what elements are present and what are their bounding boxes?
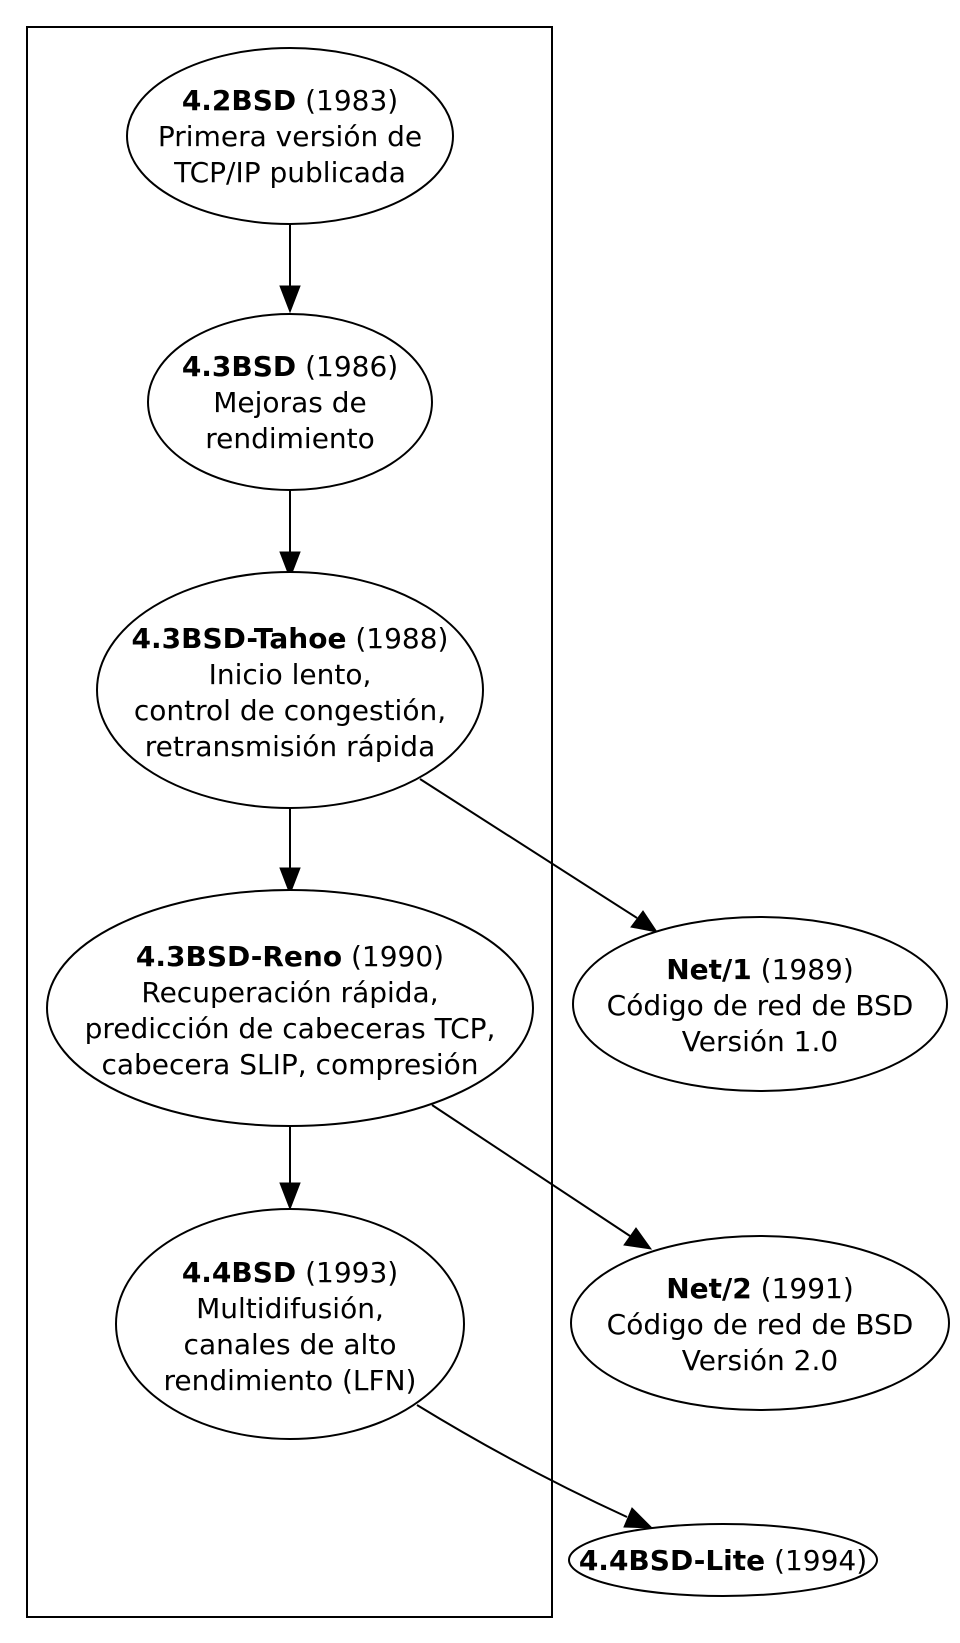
node-4-4bsd-line-3: rendimiento (LFN) xyxy=(164,1364,417,1397)
node-4-3bsd-line-2: rendimiento xyxy=(205,422,375,455)
node-4-2bsd-ellipse xyxy=(126,47,454,225)
node-4-4bsd-title: 4.4BSD (1993) xyxy=(182,1256,398,1289)
edge-tahoe-to-reno xyxy=(279,807,301,896)
node-4-4bsd-lite-ellipse xyxy=(568,1523,878,1597)
node-4-4bsd-line-2: canales de alto xyxy=(184,1328,397,1361)
node-net2-line-2: Versión 2.0 xyxy=(682,1344,838,1377)
node-4-3bsd-tahoe-ellipse xyxy=(96,571,484,809)
node-4-2bsd: 4.2BSD (1983) Primera versión de TCP/IP … xyxy=(126,47,454,225)
node-4-3bsd-tahoe: 4.3BSD-Tahoe (1988) Inicio lento, contro… xyxy=(96,571,484,809)
edge-tahoe-to-net1 xyxy=(419,778,659,933)
node-4-3bsd-tahoe-title: 4.3BSD-Tahoe (1988) xyxy=(132,622,449,655)
node-net2: Net/2 (1991) Código de red de BSD Versió… xyxy=(570,1235,950,1411)
node-net2-title: Net/2 (1991) xyxy=(666,1272,854,1305)
edge-bsd43-to-tahoe xyxy=(279,490,301,580)
node-4-4bsd-ellipse xyxy=(115,1208,465,1440)
node-net1-line-2: Versión 1.0 xyxy=(682,1025,838,1058)
edge-reno-to-bsd44 xyxy=(279,1125,301,1211)
node-4-2bsd-line-1: Primera versión de xyxy=(158,120,422,153)
node-net1: Net/1 (1989) Código de red de BSD Versió… xyxy=(572,916,948,1092)
node-4-3bsd-tahoe-line-3: retransmisión rápida xyxy=(145,730,435,763)
node-net2-ellipse xyxy=(570,1235,950,1411)
node-4-3bsd-title: 4.3BSD (1986) xyxy=(182,350,398,383)
node-4-3bsd-line-1: Mejoras de xyxy=(213,386,366,419)
node-net1-title: Net/1 (1989) xyxy=(666,953,854,986)
node-4-4bsd-lite-title: 4.4BSD-Lite (1994) xyxy=(579,1544,867,1577)
node-4-3bsd-reno: 4.3BSD-Reno (1990) Recuperación rápida, … xyxy=(46,889,534,1127)
edge-bsd44-to-lite xyxy=(416,1404,654,1529)
node-4-2bsd-title: 4.2BSD (1983) xyxy=(182,84,398,117)
node-4-3bsd-tahoe-line-1: Inicio lento, xyxy=(209,658,372,691)
node-4-3bsd: 4.3BSD (1986) Mejoras de rendimiento xyxy=(147,313,433,491)
node-net1-ellipse xyxy=(572,916,948,1092)
node-net1-line-1: Código de red de BSD xyxy=(607,989,914,1022)
node-4-3bsd-reno-line-1: Recuperación rápida, xyxy=(141,976,438,1009)
edge-reno-to-net2 xyxy=(431,1104,653,1250)
edge-bsd42-to-bsd43 xyxy=(279,224,301,314)
node-4-3bsd-ellipse xyxy=(147,313,433,491)
node-4-4bsd-lite: 4.4BSD-Lite (1994) xyxy=(568,1523,878,1597)
bsd-mainline-cluster-box xyxy=(26,26,553,1618)
node-4-3bsd-reno-ellipse xyxy=(46,889,534,1127)
node-4-3bsd-reno-line-3: cabecera SLIP, compresión xyxy=(101,1048,478,1081)
node-4-3bsd-tahoe-line-2: control de congestión, xyxy=(134,694,446,727)
edges xyxy=(279,224,659,1529)
node-4-3bsd-reno-line-2: predicción de cabeceras TCP, xyxy=(85,1012,496,1045)
node-4-4bsd: 4.4BSD (1993) Multidifusión, canales de … xyxy=(115,1208,465,1440)
node-4-4bsd-line-1: Multidifusión, xyxy=(196,1292,384,1325)
node-net2-line-1: Código de red de BSD xyxy=(607,1308,914,1341)
node-4-2bsd-line-2: TCP/IP publicada xyxy=(173,156,406,189)
node-4-3bsd-reno-title: 4.3BSD-Reno (1990) xyxy=(136,940,444,973)
